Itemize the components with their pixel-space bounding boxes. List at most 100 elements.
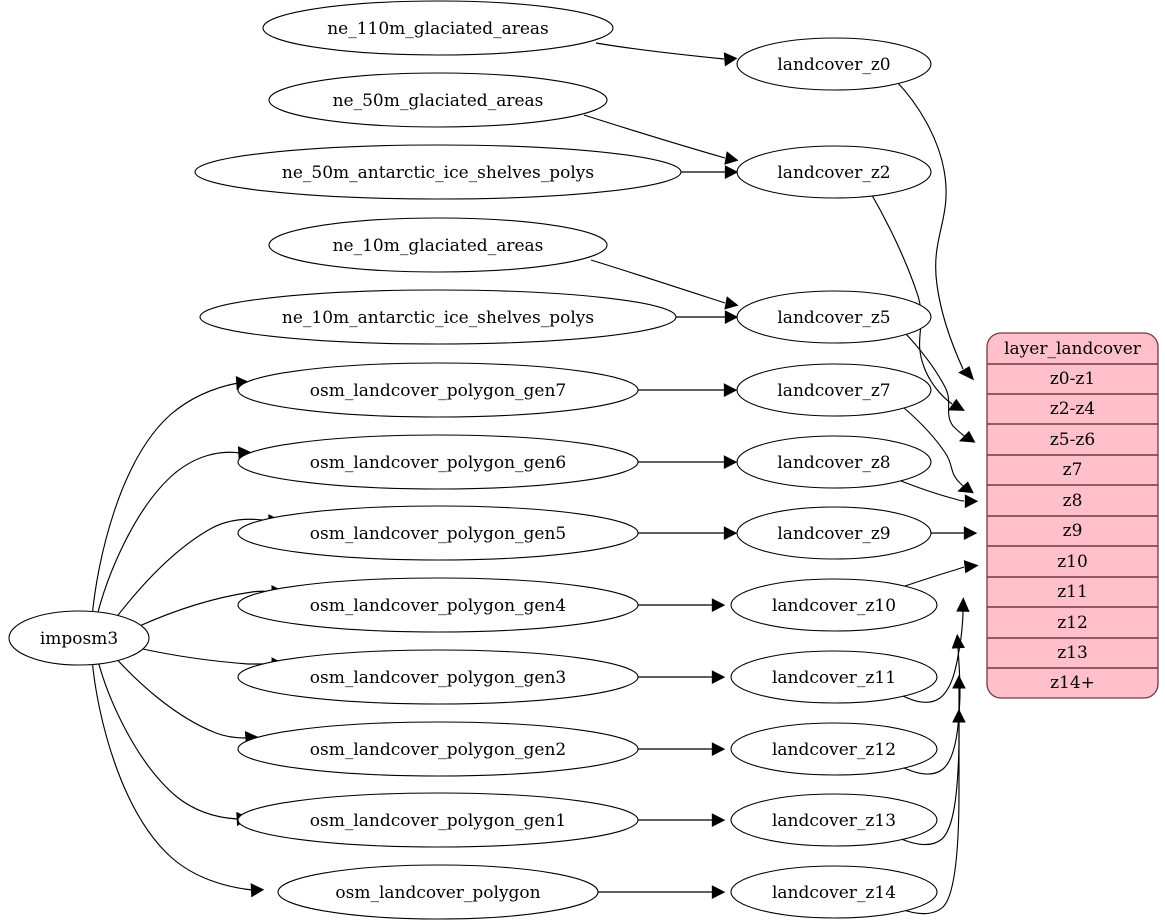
node-imposm3[interactable]: imposm3: [8, 610, 150, 666]
edge-ne50mglaciated-to-z2: [583, 114, 726, 159]
node-landcover-z14[interactable]: landcover_z14: [730, 865, 938, 919]
node-label: landcover_z8: [777, 453, 890, 473]
arrowhead-icon: [723, 52, 738, 67]
edge-z12-to-row-z12: [899, 647, 961, 775]
node-landcover-z12[interactable]: landcover_z12: [730, 722, 938, 776]
arrowhead-icon: [956, 597, 970, 612]
node-label: landcover_z11: [772, 668, 896, 688]
natural-earth-source-nodes: ne_110m_glaciated_areas ne_50m_glaciated…: [194, 0, 682, 345]
arrowhead-icon: [711, 670, 726, 684]
node-osm-landcover-polygon-gen3[interactable]: osm_landcover_polygon_gen3: [237, 649, 639, 705]
node-ne-10m-glaciated-areas[interactable]: ne_10m_glaciated_areas: [268, 217, 608, 273]
node-osm-landcover-polygon[interactable]: osm_landcover_polygon: [277, 864, 599, 920]
node-label: landcover_z13: [772, 811, 896, 831]
edge-z5-to-row-z5z6: [905, 333, 967, 438]
edge-imposm3-to-gen1: [96, 656, 239, 820]
arrowhead-icon: [711, 742, 726, 756]
node-label: landcover_z5: [777, 308, 890, 328]
node-label: ne_50m_antarctic_ice_shelves_polys: [282, 163, 594, 183]
edge-z11-to-row-z11: [898, 610, 964, 703]
arrowhead-icon: [948, 398, 965, 411]
node-label: osm_landcover_polygon_gen7: [310, 381, 566, 401]
table-row-label: z9: [1063, 521, 1083, 541]
arrowhead-icon: [723, 526, 738, 540]
arrowhead-icon: [964, 494, 979, 509]
node-label: ne_10m_glaciated_areas: [333, 236, 544, 256]
table-row-label: z2-z4: [1050, 399, 1095, 419]
edge-imposm3-to-gen5: [111, 518, 271, 624]
arrowhead-icon: [724, 296, 739, 310]
edge-z8-to-row-z8: [895, 478, 965, 502]
arrowhead-icon: [711, 885, 726, 899]
node-landcover-z10[interactable]: landcover_z10: [730, 578, 938, 632]
node-ne-50m-antarctic-ice-shelves-polys[interactable]: ne_50m_antarctic_ice_shelves_polys: [194, 144, 682, 200]
node-label: landcover_z14: [772, 883, 896, 903]
arrowhead-icon: [723, 383, 738, 397]
node-landcover-z5[interactable]: landcover_z5: [736, 290, 932, 344]
node-label: osm_landcover_polygon_gen2: [310, 740, 566, 760]
table-row-label: z10: [1057, 552, 1088, 572]
node-ne-10m-antarctic-ice-shelves-polys[interactable]: ne_10m_antarctic_ice_shelves_polys: [199, 289, 677, 345]
node-ne-50m-glaciated-areas[interactable]: ne_50m_glaciated_areas: [268, 72, 608, 128]
node-landcover-z13[interactable]: landcover_z13: [730, 793, 938, 847]
node-landcover-z11[interactable]: landcover_z11: [730, 650, 938, 704]
node-label: osm_landcover_polygon_gen1: [310, 811, 566, 831]
edge-imposm3-to-gen3: [137, 647, 272, 665]
node-landcover-z9[interactable]: landcover_z9: [736, 506, 932, 560]
node-ne-110m-glaciated-areas[interactable]: ne_110m_glaciated_areas: [262, 0, 614, 56]
table-row-label: z11: [1057, 582, 1088, 602]
node-landcover-z0[interactable]: landcover_z0: [736, 37, 932, 91]
node-osm-landcover-polygon-gen6[interactable]: osm_landcover_polygon_gen6: [237, 434, 639, 490]
node-osm-landcover-polygon-gen1[interactable]: osm_landcover_polygon_gen1: [237, 792, 639, 848]
table-row-label: z14+: [1050, 673, 1095, 693]
node-label: osm_landcover_polygon_gen6: [310, 453, 566, 473]
arrowhead-icon: [958, 430, 976, 443]
node-label: osm_landcover_polygon_gen4: [310, 596, 566, 616]
node-osm-landcover-polygon-gen5[interactable]: osm_landcover_polygon_gen5: [237, 505, 639, 561]
node-label: landcover_z10: [772, 596, 896, 616]
table-header-label: layer_landcover: [1004, 339, 1142, 359]
table-row-label: z8: [1063, 491, 1083, 511]
table-row-label: z13: [1057, 643, 1088, 663]
arrowhead-icon: [951, 633, 965, 649]
layer-landcover-table[interactable]: layer_landcover z0-z1 z2-z4 z5-z6 z7 z8 …: [986, 332, 1159, 699]
edge-imposm3-to-polygon: [91, 658, 253, 891]
arrowhead-icon: [711, 598, 726, 612]
node-landcover-z7[interactable]: landcover_z7: [736, 363, 932, 417]
node-osm-landcover-polygon-gen4[interactable]: osm_landcover_polygon_gen4: [237, 577, 639, 633]
node-label: landcover_z7: [777, 381, 890, 401]
arrowhead-icon: [952, 708, 966, 723]
arrowhead-icon: [963, 526, 978, 540]
node-label: landcover_z12: [772, 740, 896, 760]
arrowhead-icon: [724, 165, 739, 179]
node-label: imposm3: [40, 629, 118, 649]
node-label: landcover_z9: [777, 524, 890, 544]
node-label: osm_landcover_polygon_gen5: [310, 524, 566, 544]
edge-layer: [91, 42, 979, 915]
osm-table-nodes: osm_landcover_polygon_gen7 osm_landcover…: [237, 362, 639, 920]
table-row-label: z12: [1057, 613, 1088, 633]
arrowhead-icon: [250, 883, 265, 898]
arrowhead-icon: [963, 560, 979, 574]
landcover-view-nodes: landcover_z0 landcover_z2 landcover_z5 l…: [730, 37, 938, 919]
arrowhead-icon: [723, 455, 738, 469]
arrowhead-icon: [711, 813, 726, 827]
edge-z10-to-row-z10: [901, 566, 965, 588]
table-row-label: z5-z6: [1050, 430, 1095, 450]
node-label: ne_110m_glaciated_areas: [327, 19, 549, 39]
node-landcover-z8[interactable]: landcover_z8: [736, 435, 932, 489]
node-osm-landcover-polygon-gen7[interactable]: osm_landcover_polygon_gen7: [237, 362, 639, 418]
node-label: osm_landcover_polygon_gen3: [310, 668, 566, 688]
edge-z7-to-row-z7: [902, 406, 965, 488]
node-osm-landcover-polygon-gen2[interactable]: osm_landcover_polygon_gen2: [237, 721, 639, 777]
edge-z0-to-row-z0z1: [896, 81, 964, 370]
table-row-label: z0-z1: [1050, 369, 1095, 389]
edge-imposm3-to-gen6: [95, 451, 241, 621]
edge-z14-to-row-z14plus: [900, 722, 960, 915]
node-label: landcover_z0: [777, 55, 890, 75]
arrowhead-icon: [724, 151, 739, 165]
node-landcover-z2[interactable]: landcover_z2: [736, 145, 932, 199]
node-label: ne_10m_antarctic_ice_shelves_polys: [282, 308, 594, 328]
